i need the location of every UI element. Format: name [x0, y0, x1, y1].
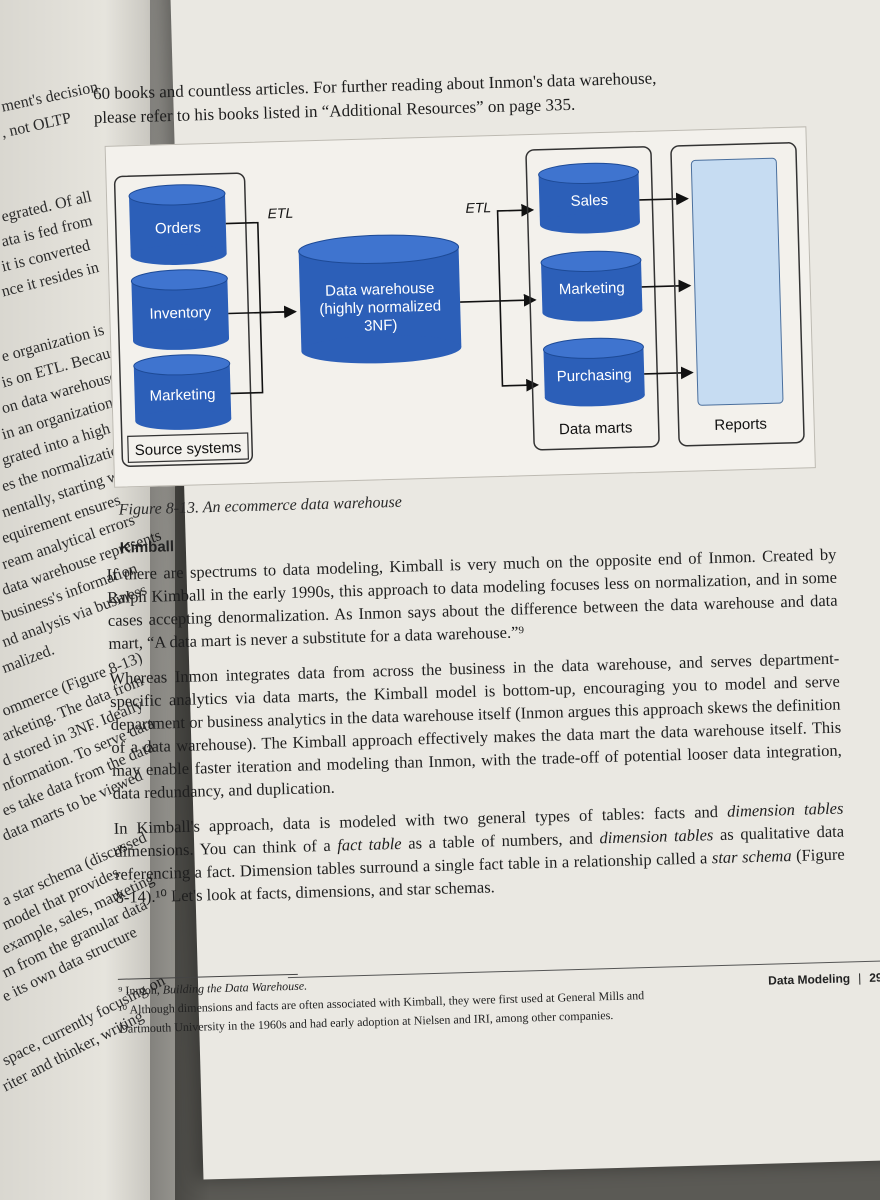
- warehouse-label-1: Data warehouse: [325, 280, 435, 300]
- marketing-report-arrow: [641, 279, 692, 293]
- footnote-10-line-1: ¹⁰ Although dimensions and facts are oft…: [118, 988, 645, 1017]
- page-content: 60 books and countless articles. For fur…: [93, 62, 849, 1037]
- purchasing-mart-arrow: [499, 300, 540, 392]
- marketing-source-cylinder: Marketing: [133, 354, 232, 430]
- etl-right-label: ETL: [465, 199, 491, 216]
- inventory-arrow: [228, 310, 296, 315]
- footnote-9-title: Building the Data Warehouse.: [162, 978, 308, 997]
- source-systems-label: Source systems: [135, 439, 242, 459]
- sales-mart-arrow: [460, 203, 535, 303]
- figure-caption: Figure 8-13. An ecommerce data warehouse: [118, 493, 403, 519]
- previous-page-line: ment's decision: [0, 78, 100, 116]
- sales-mart-cylinder: Sales: [538, 162, 640, 234]
- footnote-9: ⁹ Inmon, Building the Data Warehouse.: [118, 979, 307, 999]
- purchasing-mart-label: Purchasing: [556, 366, 631, 385]
- intro-paragraph: 60 books and countless articles. For fur…: [93, 62, 824, 130]
- orders-label: Orders: [155, 219, 201, 237]
- p3-fact-table: fact table: [337, 833, 402, 855]
- sales-mart-label: Sales: [570, 192, 608, 210]
- marketing-source-label: Marketing: [149, 386, 215, 405]
- source-systems-label-box: [127, 432, 250, 463]
- purchasing-report-arrow: [644, 366, 694, 380]
- figure-ecommerce-data-warehouse: Orders Inventory Marketing Source system…: [104, 126, 816, 488]
- footer-section: Data Modeling: [767, 971, 851, 988]
- inventory-label: Inventory: [149, 304, 212, 323]
- marketing-mart-arrow: [500, 293, 537, 307]
- inventory-cylinder: Inventory: [130, 269, 230, 350]
- orders-cylinder: Orders: [128, 184, 227, 265]
- footer-separator: |: [857, 971, 862, 986]
- sales-report-arrow: [639, 192, 689, 206]
- footnote-9-prefix: ⁹ Inmon,: [118, 982, 163, 998]
- marketing-arrow: [230, 312, 264, 395]
- p3-dimension-tables-2: dimension tables: [599, 825, 714, 848]
- previous-page-line: , not OLTP: [0, 109, 73, 142]
- reports-panel: [690, 157, 784, 406]
- paragraph-2: Whereas Inmon integrates data from acros…: [109, 648, 843, 803]
- orders-arrow: [225, 221, 297, 319]
- footnotes: ⁹ Inmon, Building the Data Warehouse. ¹⁰…: [117, 973, 645, 1037]
- data-marts-label: Data marts: [559, 419, 633, 438]
- paragraph-3: In Kimball's approach, data is modeled w…: [113, 797, 845, 909]
- p3-star-schema: star schema: [711, 845, 792, 868]
- footnote-10-line-2: Dartmouth University in the 1960s and ha…: [119, 1008, 614, 1036]
- p3-part-e: as a table of numbers, and: [401, 828, 600, 853]
- etl-left-label: ETL: [267, 205, 293, 222]
- page-footer: Data Modeling | 297: [768, 970, 880, 987]
- page-number: 297: [869, 970, 880, 985]
- p3-part-c: dimensions. You can think of a: [114, 835, 338, 861]
- data-warehouse-cylinder: Data warehouse (highly normalized 3NF): [298, 234, 462, 364]
- marketing-mart-cylinder: Marketing: [540, 250, 643, 322]
- book-page: 60 books and countless articles. For fur…: [93, 0, 880, 1180]
- paragraph-1: If there are spectrums to data modeling,…: [106, 544, 838, 653]
- marketing-mart-label: Marketing: [559, 279, 625, 298]
- reports-label: Reports: [714, 416, 767, 434]
- p3-dimension-tables: dimension tables: [726, 798, 844, 821]
- data-marts-group: [525, 146, 660, 451]
- source-systems-group: [113, 172, 254, 468]
- warehouse-label-3: 3NF): [364, 317, 398, 335]
- purchasing-mart-cylinder: Purchasing: [542, 337, 645, 407]
- warehouse-label-2: (highly normalized: [319, 298, 441, 318]
- diagram: Orders Inventory Marketing Source system…: [113, 142, 805, 468]
- reports-group: [670, 142, 805, 447]
